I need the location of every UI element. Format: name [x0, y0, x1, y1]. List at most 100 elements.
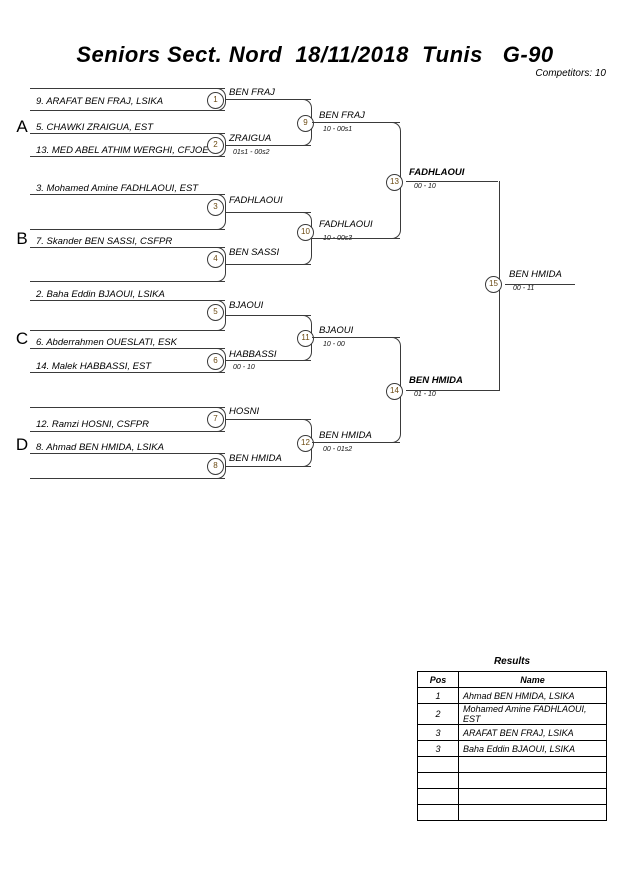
slot-line [30, 156, 225, 157]
feed-line [226, 315, 311, 316]
slot-line [30, 478, 225, 479]
match-winner-2: ZRAIGUA [229, 133, 272, 144]
results-col-name: Name [458, 671, 607, 688]
match-number-14[interactable]: 14 [386, 383, 403, 400]
slot-line [30, 194, 225, 195]
competitor-label: 12. Ramzi HOSNI, CSFPR [36, 419, 149, 430]
match-winner-5: BJAOUI [229, 300, 264, 311]
match-score-12: 00 - 01s2 [323, 446, 353, 453]
match-winner-3: FADHLAOUI [229, 195, 283, 206]
match-number-10[interactable]: 10 [297, 224, 314, 241]
results-panel: Results Pos Name 1 Ahmad BEN HMIDA, LSIK… [417, 656, 607, 821]
match-winner-13: FADHLAOUI [409, 167, 465, 178]
competitor-label: 14. Malek HABBASSI, EST [36, 361, 152, 372]
page-title: Seniors Sect. Nord 18/11/2018 Tunis G-90 [76, 42, 554, 67]
match-number-4[interactable]: 4 [207, 251, 224, 268]
table-row [417, 804, 607, 821]
match-number-6[interactable]: 6 [207, 353, 224, 370]
competitors-count: Competitors: 10 [535, 68, 606, 79]
table-row: 3 ARAFAT BEN FRAJ, LSIKA [417, 724, 607, 741]
table-row [417, 788, 607, 805]
competitor-label: 13. MED ABEL ATHIM WERGHI, CFJOE [36, 145, 209, 156]
results-table: Pos Name 1 Ahmad BEN HMIDA, LSIKA 2 Moha… [417, 671, 607, 821]
result-name: ARAFAT BEN FRAJ, LSIKA [458, 724, 607, 741]
competitor-label: 3. Mohamed Amine FADHLAOUI, EST [36, 183, 199, 194]
slot-line [30, 88, 225, 89]
feed-line [312, 238, 400, 239]
slot-line [30, 407, 225, 408]
match-score-13: 00 - 10 [414, 183, 436, 190]
result-name: Ahmad BEN HMIDA, LSIKA [458, 687, 607, 704]
table-row: 3 Baha Eddin BJAOUI, LSIKA [417, 740, 607, 757]
section-letter-d: D [15, 435, 29, 454]
feed-line [226, 145, 311, 146]
match-score-11: 10 - 00 [323, 341, 345, 348]
match-number-8[interactable]: 8 [207, 458, 224, 475]
competitor-label: 7. Skander BEN SASSI, CSFPR [36, 236, 173, 247]
match-score-14: 01 - 10 [414, 391, 436, 398]
match-number-7[interactable]: 7 [207, 411, 224, 428]
result-pos: 3 [417, 724, 459, 741]
match-winner-4: BEN SASSI [229, 247, 280, 258]
feed-line [312, 442, 400, 443]
match-number-13[interactable]: 13 [386, 174, 403, 191]
match-number-15[interactable]: 15 [485, 276, 502, 293]
section-letter-b: B [16, 229, 28, 248]
feed-line [226, 264, 311, 265]
slot-line [30, 330, 225, 331]
results-header-row: Pos Name [417, 671, 607, 688]
slot-line [30, 348, 225, 349]
feed-line [226, 419, 311, 420]
match-number-11[interactable]: 11 [297, 330, 314, 347]
match-winner-12: BEN HMIDA [319, 430, 372, 441]
feed-line [312, 122, 400, 123]
slot-line [30, 453, 225, 454]
slot-line [30, 247, 225, 248]
table-row [417, 772, 607, 789]
match-number-5[interactable]: 5 [207, 304, 224, 321]
feed-line [226, 466, 311, 467]
winner-underline [505, 284, 575, 285]
slot-line [30, 281, 225, 282]
competitor-label: 6. Abderrahmen OUESLATI, ESK [36, 337, 177, 348]
match-number-1[interactable]: 1 [207, 92, 224, 109]
match-number-3[interactable]: 3 [207, 199, 224, 216]
match-winner-8: BEN HMIDA [229, 453, 282, 464]
match-number-2[interactable]: 2 [207, 137, 224, 154]
table-row: 1 Ahmad BEN HMIDA, LSIKA [417, 687, 607, 704]
slot-line [30, 431, 225, 432]
results-col-pos: Pos [417, 671, 459, 688]
result-pos [417, 772, 459, 789]
competitor-label: 5. CHAWKI ZRAIGUA, EST [36, 122, 154, 133]
match-winner-10: FADHLAOUI [319, 219, 373, 230]
match-winner-1: BEN FRAJ [229, 87, 275, 98]
feed-line [226, 212, 311, 213]
competitor-label: 2. Baha Eddin BJAOUI, LSIKA [36, 289, 165, 300]
result-name [458, 788, 607, 805]
result-name: Mohamed Amine FADHLAOUI, EST [458, 703, 607, 725]
slot-line [30, 372, 225, 373]
section-letter-a: A [16, 117, 28, 136]
match-number-12[interactable]: 12 [297, 435, 314, 452]
result-pos [417, 788, 459, 805]
result-pos [417, 804, 459, 821]
match-winner-7: HOSNI [229, 406, 260, 417]
slot-line [30, 133, 225, 134]
match-score-6: 00 - 10 [233, 364, 255, 371]
winner-underline [406, 390, 500, 391]
result-pos: 2 [417, 703, 459, 725]
match-winner-14: BEN HMIDA [409, 375, 463, 386]
table-row: 2 Mohamed Amine FADHLAOUI, EST [417, 703, 607, 725]
result-pos [417, 756, 459, 773]
feed-line [226, 99, 311, 100]
competitor-label: 9. ARAFAT BEN FRAJ, LSIKA [36, 96, 164, 107]
result-name [458, 756, 607, 773]
match-score-15: 00 - 11 [513, 285, 535, 292]
match-number-9[interactable]: 9 [297, 115, 314, 132]
match-winner-9: BEN FRAJ [319, 110, 365, 121]
slot-line [30, 229, 225, 230]
slot-line [30, 110, 225, 111]
slot-line [30, 300, 225, 301]
feed-line [312, 337, 400, 338]
